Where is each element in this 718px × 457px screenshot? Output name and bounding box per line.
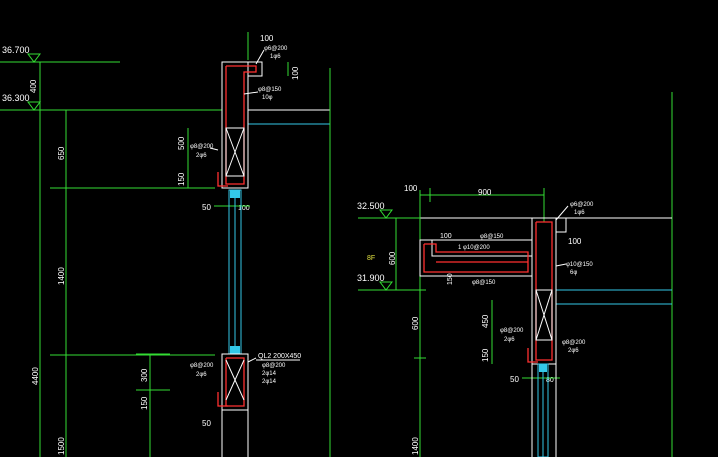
- rebar-callout: φ8@150: [472, 280, 496, 286]
- dimension-label: 500: [177, 136, 186, 150]
- rebar-callout: 1φ6: [270, 54, 281, 60]
- rebar-callout: φ10@150: [566, 262, 593, 268]
- dimension-label: 100: [568, 237, 582, 246]
- rebar-callout: 6φ: [570, 270, 577, 276]
- dimension-label: 100: [260, 34, 274, 43]
- dimension-label: 1400: [57, 267, 66, 285]
- cross-hatch: [225, 359, 245, 401]
- dimension-label: 900: [478, 188, 492, 197]
- rebar-callout: 2φ6: [196, 153, 207, 159]
- beam-spec: 2φ14: [262, 379, 277, 385]
- rebar-callout: 1 φ10@200: [458, 245, 490, 251]
- dimension-label: 1400: [411, 437, 420, 455]
- dimension-label: 300: [140, 368, 149, 382]
- dimension-label: 100: [404, 184, 418, 193]
- dimension-label: 150: [481, 348, 490, 362]
- right-column-hook: [527, 348, 538, 363]
- leader-line: [243, 91, 259, 95]
- dimension-label: 450: [481, 314, 490, 328]
- rebar-callout: φ8@150: [258, 87, 282, 93]
- leader-line: [555, 205, 569, 221]
- beam-spec: 2φ14: [262, 371, 277, 377]
- cross-hatch: [535, 289, 553, 341]
- leader-line: [255, 49, 265, 65]
- elevation-label: 36.700: [2, 45, 30, 55]
- upper-beam-lip: [248, 61, 263, 77]
- elevation-label: 31.900: [357, 273, 385, 283]
- elevation-marker-36300: 36.300: [2, 93, 41, 111]
- elevation-marker-36700: 36.700: [2, 45, 41, 63]
- rebar-callout: φ8@150: [480, 234, 504, 240]
- upper-beam-outline: [221, 61, 249, 189]
- right-column-lip: [556, 217, 567, 233]
- rebar-callout: 2φ6: [196, 372, 207, 378]
- dimension-label: 600: [411, 316, 420, 330]
- dimension-label: 50: [202, 203, 211, 212]
- rebar-callout: φ6@200: [570, 202, 594, 208]
- elevation-marker-31900: 31.900: [357, 273, 393, 291]
- beam-spec: φ8@200: [262, 363, 286, 369]
- dimension-label: 50: [510, 375, 519, 384]
- rebar-callout: φ8@200: [190, 363, 214, 369]
- dimension-label: 100: [291, 66, 300, 80]
- floor-mark: 8F: [367, 255, 375, 262]
- canopy-rebar: [423, 243, 529, 273]
- dimension-label: 600: [388, 251, 397, 265]
- rebar-callout: φ8@200: [562, 340, 586, 346]
- dimension-label: 150: [140, 396, 149, 410]
- upper-beam-stirrup: [225, 65, 257, 185]
- elevation-marker-32500: 32.500: [357, 201, 393, 219]
- dimension-label: 150: [177, 172, 186, 186]
- right-column-stirrup: [535, 221, 553, 361]
- window-frame-top: [230, 190, 240, 198]
- rebar-callout: φ6@200: [264, 46, 288, 52]
- upper-beam-hook: [217, 172, 228, 187]
- right-section-detail: 32.500 31.900 8F 100 900 600 600 1400 10…: [357, 92, 673, 457]
- dimension-label: 650: [57, 146, 66, 160]
- dimension-label: 100: [238, 205, 250, 212]
- dimension-label: 1500: [57, 437, 66, 455]
- dimension-label: 400: [29, 79, 38, 93]
- rebar-callout: 10φ: [262, 95, 273, 101]
- dimension-label: 150: [447, 273, 454, 285]
- dimension-label: 100: [440, 233, 452, 240]
- beam-label: QL2 200X450: [258, 353, 301, 360]
- cross-hatch: [225, 127, 245, 177]
- leader-line: [247, 357, 257, 363]
- lower-beam-hook: [217, 392, 228, 407]
- lower-beam-stirrup: [225, 357, 245, 407]
- dimension-label: 80: [546, 377, 554, 384]
- cross-hatch-box: [535, 289, 553, 341]
- leader-line: [209, 147, 219, 151]
- elevation-label: 36.300: [2, 93, 30, 103]
- left-section-detail: 36.700 36.300 400 650 1400 4400 1500 100…: [0, 32, 331, 457]
- lower-beam-outline: [221, 353, 249, 411]
- rebar-callout: 2φ6: [504, 337, 515, 343]
- cross-hatch-box: [225, 127, 245, 177]
- rebar-callout: 1φ6: [574, 210, 585, 216]
- rebar-callout: φ8@200: [190, 144, 214, 150]
- right-window-frame: [539, 364, 547, 372]
- dimension-label: 4400: [31, 367, 40, 385]
- rebar-callout: φ8@200: [500, 328, 524, 334]
- rebar-callout: 2φ6: [568, 348, 579, 354]
- elevation-label: 32.500: [357, 201, 385, 211]
- window-frame-bottom: [230, 346, 240, 354]
- dimension-label: 50: [202, 419, 211, 428]
- leader-line: [555, 263, 567, 267]
- canopy-inner: [431, 240, 532, 257]
